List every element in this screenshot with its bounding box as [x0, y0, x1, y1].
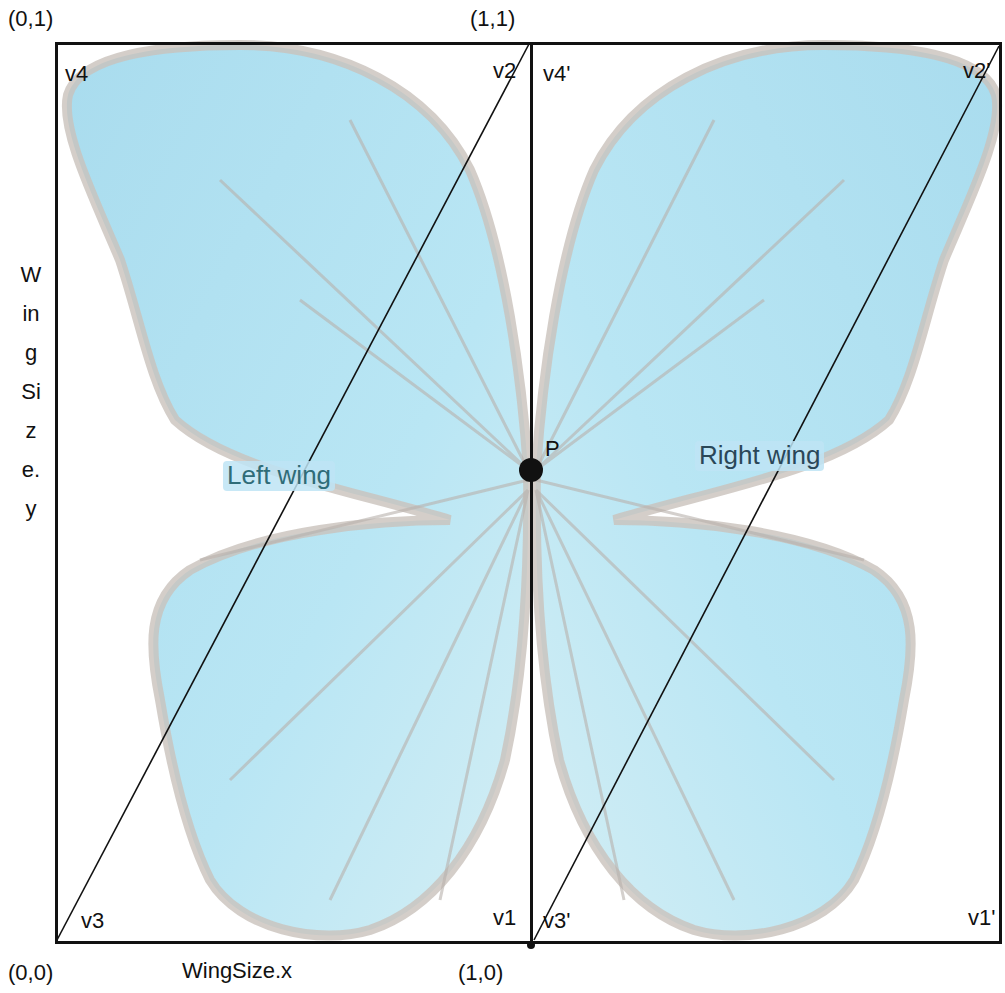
vertex-label: v2': [963, 58, 990, 83]
vertex-label: v1': [968, 905, 995, 930]
coordinate-label: (0,1): [8, 6, 53, 31]
diagonal-line: [534, 46, 999, 940]
dimension-label: WingSize.y: [20, 255, 42, 528]
region-label: Right wing: [695, 441, 824, 471]
right-wing-box: v4' v2' Right wing v3' v1': [530, 42, 1002, 944]
vertex-label: v4': [543, 61, 570, 86]
point-label: P: [545, 436, 560, 461]
vertex-label: v3: [81, 908, 104, 933]
dimension-label: WingSize.x: [182, 958, 292, 983]
left-wing-shape: [67, 45, 528, 936]
coordinate-label: (1,0): [458, 960, 503, 985]
vertex-label: v3': [543, 908, 570, 933]
region-label: Left wing: [223, 461, 335, 491]
coordinate-label: (0,0): [8, 960, 53, 985]
left-wing-box: v4 v2Left wing v3 v1: [55, 42, 533, 944]
vertex-label: v2: [493, 58, 516, 83]
diagonal-line: [57, 44, 529, 940]
coordinate-label: (1,1): [470, 6, 515, 31]
vertex-label: v1: [493, 905, 516, 930]
vertex-label: v4: [65, 61, 88, 86]
